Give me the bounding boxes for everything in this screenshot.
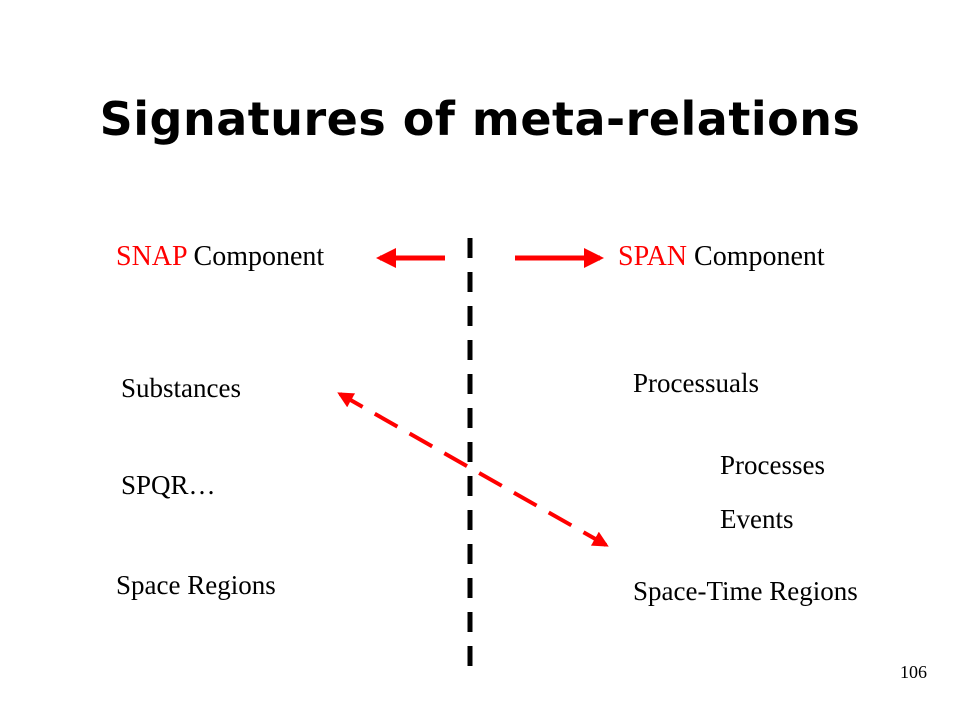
right-item-processes: Processes [720, 450, 825, 480]
slide-title: Signatures of meta-relations [99, 92, 861, 146]
page-number: 106 [900, 662, 927, 682]
snap-component-heading: SNAP Component [116, 243, 324, 271]
right-item-processuals: Processuals [633, 368, 759, 398]
left-item-spqr: SPQR… [121, 470, 216, 500]
snap-heading-accent: SNAP [116, 241, 187, 272]
left-item-space-regions: Space Regions [116, 570, 276, 600]
right-item-space-time-regions: Space-Time Regions [633, 576, 858, 606]
right-item-events: Events [720, 504, 794, 534]
snap-heading-rest: Component [186, 241, 325, 272]
span-heading-accent: SPAN [618, 241, 688, 272]
cross-relation-arrow [337, 392, 609, 547]
span-component-heading: SPAN Component [618, 243, 825, 271]
span-heading-rest: Component [687, 241, 825, 272]
left-item-substances: Substances [121, 373, 241, 403]
